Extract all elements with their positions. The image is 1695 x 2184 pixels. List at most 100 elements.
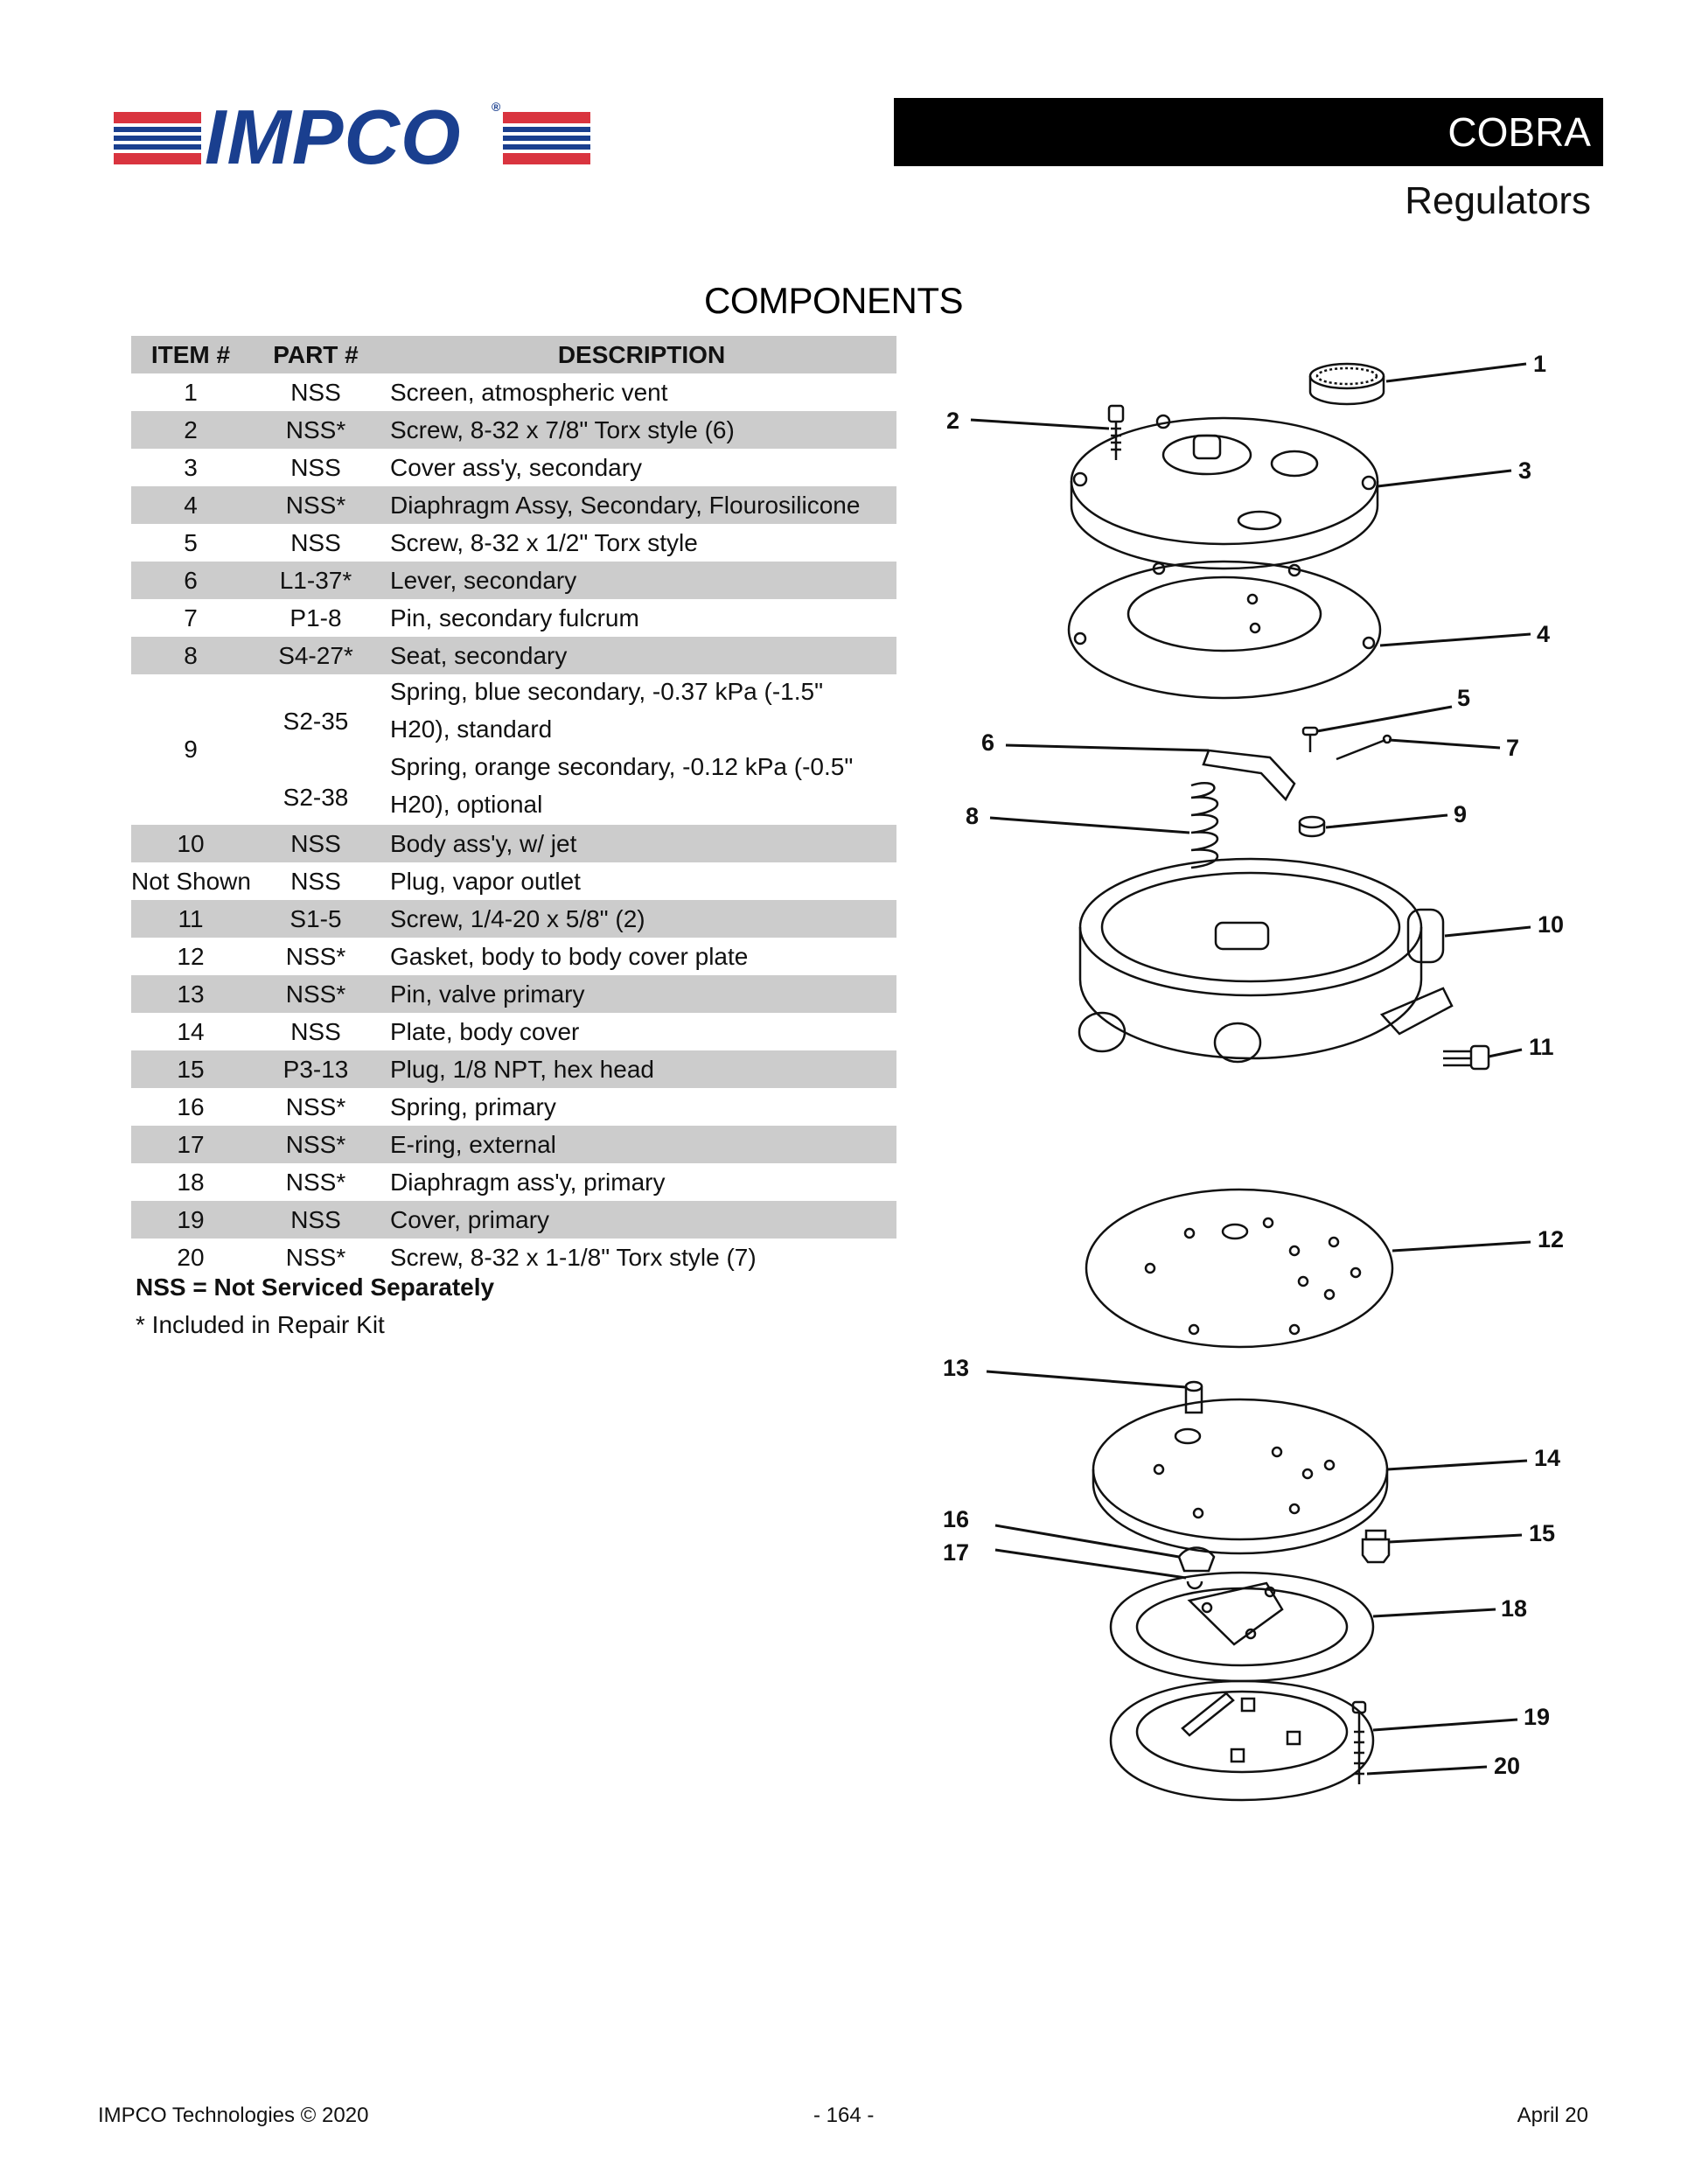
part-number: NSS*	[285, 943, 346, 970]
part-number: NSS	[290, 454, 341, 481]
table-row: 4 NSS* Diaphragm Assy, Secondary, Flouro…	[131, 486, 896, 524]
part-number: NSS	[290, 1018, 341, 1045]
callout-label: 1	[1533, 351, 1546, 377]
item-number: 19	[177, 1206, 205, 1233]
footer-page-number: - 164 -	[813, 2104, 875, 2127]
part-number: NSS	[290, 379, 341, 406]
part-number: S2-38	[282, 784, 349, 811]
description: Screen, atmospheric vent	[390, 379, 668, 406]
part-secondary-cover	[1070, 414, 1379, 570]
item-number: 18	[177, 1169, 205, 1196]
table-row: 2 NSS* Screw, 8-32 x 7/8" Torx style (6)	[131, 411, 896, 449]
section-title: COMPONENTS	[704, 280, 964, 321]
exploded-parts-diagram: 1 2 3 4 5 6 7 8 9 10 11 12 13 14 15 16 1…	[943, 351, 1564, 1802]
item-number: 17	[177, 1131, 205, 1158]
callout-label: 18	[1501, 1595, 1527, 1622]
item-number: 1	[184, 379, 198, 406]
part-number: S1-5	[289, 905, 342, 932]
description: Body ass'y, w/ jet	[390, 830, 577, 857]
table-row: 9 S2-35 S2-38 Spring, blue secondary, -0…	[131, 674, 896, 825]
description: Lever, secondary	[390, 567, 577, 594]
item-number: 12	[177, 943, 205, 970]
repair-kit-note: * Included in Repair Kit	[136, 1311, 385, 1338]
callout-label: 8	[966, 803, 979, 829]
part-primary-spring	[1177, 1546, 1216, 1590]
table-row: 6 L1-37* Lever, secondary	[131, 562, 896, 599]
callout-label: 6	[981, 729, 994, 756]
description: Screw, 8-32 x 7/8" Torx style (6)	[390, 416, 735, 443]
part-body-cover-plate	[1092, 1398, 1389, 1555]
callout-label: 16	[943, 1506, 969, 1532]
table-row: 17 NSS* E-ring, external	[131, 1126, 896, 1163]
part-number: NSS*	[285, 1169, 346, 1196]
callout-label: 13	[943, 1355, 969, 1381]
table-row: 14 NSS Plate, body cover	[131, 1013, 896, 1050]
item-number: 6	[184, 567, 198, 594]
item-number: 9	[184, 736, 198, 763]
table-row: 10 NSS Body ass'y, w/ jet	[131, 825, 896, 862]
part-number: NSS	[290, 529, 341, 556]
item-number: 14	[177, 1018, 205, 1045]
description: Screw, 8-32 x 1-1/8" Torx style (7)	[390, 1244, 757, 1271]
item-number: 8	[184, 642, 198, 669]
table-row: 20 NSS* Screw, 8-32 x 1-1/8" Torx style …	[131, 1239, 896, 1276]
description-line: H20), optional	[390, 791, 543, 818]
table-row: 12 NSS* Gasket, body to body cover plate	[131, 938, 896, 975]
part-screw-11	[1443, 1044, 1490, 1071]
description: Plate, body cover	[390, 1018, 580, 1045]
part-valve-pin	[1184, 1380, 1203, 1414]
description: Cover ass'y, secondary	[390, 454, 643, 481]
part-number: NSS*	[285, 492, 346, 519]
callout-label: 4	[1537, 621, 1550, 647]
table-row: 11 S1-5 Screw, 1/4-20 x 5/8" (2)	[131, 900, 896, 938]
item-number: 2	[184, 416, 198, 443]
part-secondary-diaphragm	[1067, 560, 1382, 700]
item-number: 13	[177, 980, 205, 1008]
description-line: Spring, blue secondary, -0.37 kPa (-1.5"	[390, 678, 824, 705]
callout-label: 19	[1524, 1704, 1550, 1730]
callout-label: 17	[943, 1539, 969, 1566]
description: Pin, valve primary	[390, 980, 585, 1008]
components-table: ITEM # PART # DESCRIPTION 1 NSS Screen, …	[131, 336, 896, 1276]
part-number: NSS*	[285, 1244, 346, 1271]
description-line: H20), standard	[390, 715, 553, 743]
callout-label: 9	[1454, 801, 1467, 827]
product-title: COBRA	[1447, 109, 1591, 155]
part-number: NSS	[290, 868, 341, 895]
item-number: 4	[184, 492, 198, 519]
item-number: 10	[177, 830, 205, 857]
table-row: Not Shown NSS Plug, vapor outlet	[131, 862, 896, 900]
table-row: 1 NSS Screen, atmospheric vent	[131, 373, 896, 411]
footer-copyright: IMPCO Technologies © 2020	[98, 2104, 369, 2127]
part-number: P1-8	[289, 604, 342, 631]
description: E-ring, external	[390, 1131, 556, 1158]
part-number: S2-35	[282, 708, 349, 735]
callout-label: 12	[1538, 1226, 1564, 1252]
part-number: NSS*	[285, 1131, 346, 1158]
item-number: 20	[177, 1244, 205, 1271]
table-header: ITEM # PART # DESCRIPTION	[131, 336, 896, 373]
callout-label: 5	[1457, 685, 1470, 711]
table-row: 13 NSS* Pin, valve primary	[131, 975, 896, 1013]
col-description: DESCRIPTION	[557, 341, 726, 368]
callout-label: 3	[1518, 457, 1531, 484]
part-lever-assembly	[1190, 726, 1392, 869]
part-number: NSS*	[285, 1093, 346, 1120]
description: Diaphragm Assy, Secondary, Flourosilicon…	[390, 492, 861, 519]
item-number: 15	[177, 1056, 205, 1083]
callout-label: 11	[1529, 1034, 1554, 1060]
part-primary-diaphragm	[1109, 1571, 1375, 1683]
description: Plug, vapor outlet	[390, 868, 581, 895]
part-screw-2	[1107, 404, 1125, 460]
product-subtitle: Regulators	[1405, 179, 1591, 222]
table-row: 16 NSS* Spring, primary	[131, 1088, 896, 1126]
part-number: NSS*	[285, 416, 346, 443]
nss-note: NSS = Not Serviced Separately	[136, 1273, 495, 1301]
item-number: 7	[184, 604, 198, 631]
impco-logo: IMPCO ®	[114, 98, 590, 177]
part-number: NSS*	[285, 980, 346, 1008]
callout-label: 15	[1529, 1520, 1555, 1546]
description: Seat, secondary	[390, 642, 568, 669]
description: Diaphragm ass'y, primary	[390, 1169, 666, 1196]
callout-label: 20	[1494, 1753, 1520, 1779]
